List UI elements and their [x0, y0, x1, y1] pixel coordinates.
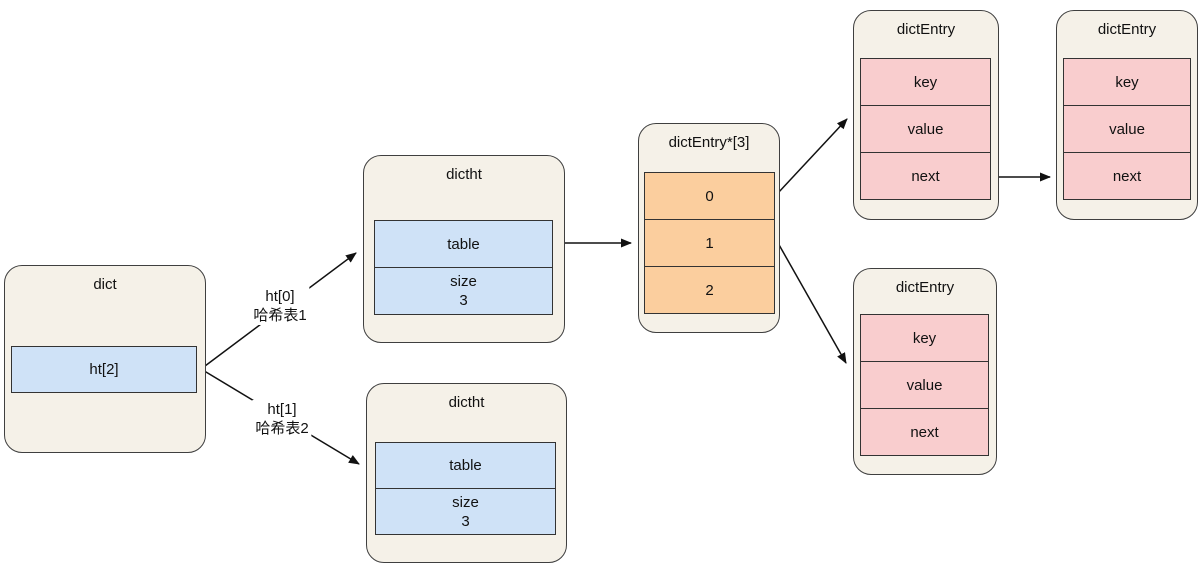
- entry-array-title: dictEntry*[3]: [668, 134, 750, 151]
- dictht-top-size-label: size: [450, 273, 477, 290]
- dict-node: dict ht[2]: [4, 265, 206, 453]
- entry-chain-2-value-label: value: [1109, 120, 1145, 138]
- dictht-top-node: dictht table size 3: [363, 155, 565, 343]
- entry-single-node: dictEntry key value next: [853, 268, 997, 475]
- dict-field-ht2-label: ht[2]: [89, 361, 119, 378]
- entry-chain-1-key-label: key: [913, 73, 938, 91]
- dictht-bottom-node: dictht table size 3: [366, 383, 567, 563]
- entry-single-value-row: value: [860, 361, 989, 409]
- entry-chain-2-key-row: key: [1063, 58, 1191, 106]
- entry-single-value-label: value: [906, 376, 943, 394]
- entry-chain-2-next-label: next: [1112, 167, 1142, 185]
- entry-array-slot-2-label: 2: [705, 281, 714, 299]
- entry-chain-2-title: dictEntry: [1097, 21, 1157, 38]
- edge-label-ht1-code: ht[1]: [267, 401, 297, 418]
- dictht-bottom-size-row: size 3: [375, 488, 556, 535]
- entry-chain-1-value-row: value: [860, 105, 991, 153]
- dictht-bottom-title: dictht: [448, 394, 485, 411]
- entry-array-slot-1: 1: [644, 219, 775, 267]
- entry-array-node: dictEntry*[3] 0 1 2: [638, 123, 780, 333]
- edge-label-ht0-code: ht[0]: [265, 288, 295, 305]
- entry-chain-1-key-row: key: [860, 58, 991, 106]
- dictht-top-size-value: 3: [459, 292, 468, 309]
- entry-chain-1-node: dictEntry key value next: [853, 10, 999, 220]
- dict-field-ht2: ht[2]: [11, 346, 197, 393]
- entry-single-next-row: next: [860, 408, 989, 456]
- entry-single-next-label: next: [910, 423, 939, 441]
- dictht-bottom-size-label: size: [452, 493, 479, 511]
- dictht-top-table-label: table: [447, 235, 480, 253]
- entry-single-key-row: key: [860, 314, 989, 362]
- entry-chain-1-value-label: value: [907, 120, 944, 138]
- arrow-slot0-to-entry-chain: [777, 118, 848, 194]
- dictht-bottom-size-value: 3: [461, 512, 470, 530]
- entry-chain-1-title: dictEntry: [896, 21, 956, 38]
- entry-chain-2-value-row: value: [1063, 105, 1191, 153]
- edge-label-ht0-caption: 哈希表1: [253, 307, 307, 324]
- arrow-slot1-to-entry-single: [777, 242, 847, 364]
- entry-chain-2-key-label: key: [1115, 73, 1139, 91]
- edge-label-ht1-caption: 哈希表2: [255, 420, 309, 437]
- entry-chain-2-next-row: next: [1063, 152, 1191, 200]
- entry-array-slot-1-label: 1: [705, 234, 714, 252]
- edge-label-ht1: ht[1] 哈希表2: [252, 400, 312, 438]
- entry-chain-1-next-label: next: [911, 167, 940, 185]
- entry-single-key-label: key: [912, 329, 937, 347]
- entry-array-slot-2: 2: [644, 266, 775, 314]
- dictht-bottom-table-label: table: [449, 457, 482, 474]
- dictht-top-size-row: size 3: [374, 267, 553, 315]
- dictht-top-title: dictht: [446, 166, 482, 183]
- entry-single-title: dictEntry: [895, 279, 955, 296]
- edge-label-ht0: ht[0] 哈希表1: [250, 287, 310, 325]
- entry-chain-2-node: dictEntry key value next: [1056, 10, 1198, 220]
- entry-array-slot-0: 0: [644, 172, 775, 220]
- entry-array-slot-0-label: 0: [705, 187, 714, 205]
- dictht-bottom-table-row: table: [375, 442, 556, 489]
- entry-chain-1-next-row: next: [860, 152, 991, 200]
- dict-node-title: dict: [93, 276, 117, 293]
- dictht-top-table-row: table: [374, 220, 553, 268]
